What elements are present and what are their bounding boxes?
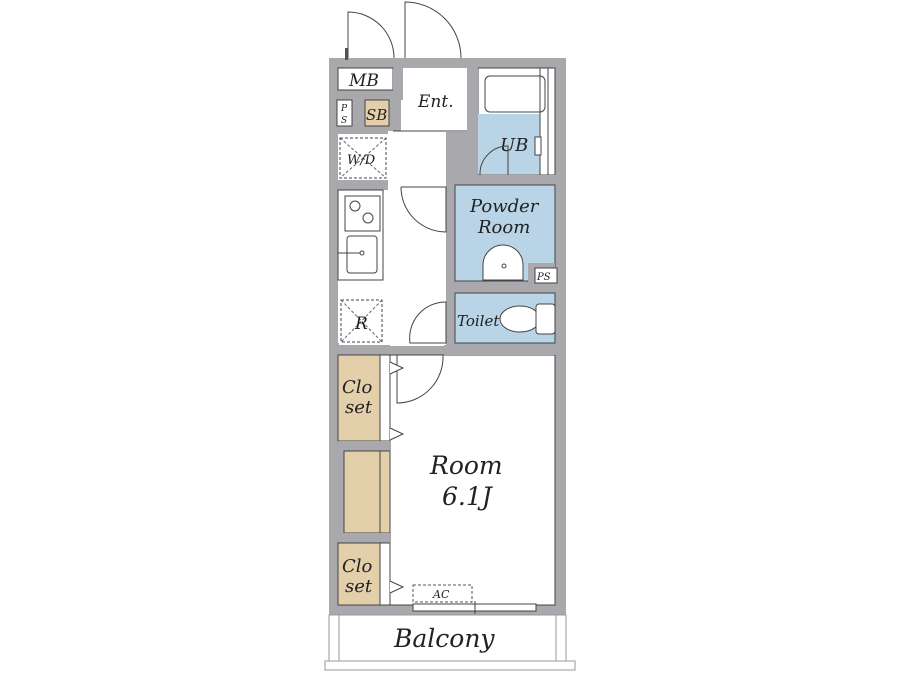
closet-1 [337,354,381,442]
balcony [328,614,567,662]
closet1-b-label: set [345,397,373,418]
wd-label: W/D [347,153,376,168]
pipe-space-right [534,267,558,284]
storage-middle [343,450,381,534]
ps-right-label: PS [536,272,551,283]
air-conditioner [412,584,473,603]
powder-1-label: Powder [469,196,540,217]
powder-2-label: Room [477,217,530,238]
mb-label: MB [348,71,379,91]
washbasin-icon [482,244,524,281]
ps-top-s-label: S [341,116,347,126]
closet2-b-label: set [345,576,373,597]
closet2-a-label: Clo [342,556,373,577]
room-size: 6.1J [442,482,494,511]
shoe-box [364,99,390,127]
ps-top-p-label: P [340,104,348,114]
stove-icon [344,195,381,232]
ac-label: AC [432,588,450,601]
toilet-icon [499,305,541,333]
room-label: Room [429,451,503,480]
room-main [389,354,556,606]
pipe-space-top [336,99,353,127]
balcony-label: Balcony [393,624,495,653]
refrigerator-space [340,299,383,343]
entrance-door-mb [347,11,395,59]
sb-label: SB [366,106,387,124]
toilet-label: Toilet [457,312,500,330]
ub-label: UB [500,135,528,156]
refrigerator-label: R [354,314,368,334]
entrance-area [401,68,467,132]
closet1-a-label: Clo [342,377,373,398]
entrance-door-main [404,1,462,59]
bathtub-icon [484,75,546,113]
entrance-label: Ent. [417,92,454,112]
